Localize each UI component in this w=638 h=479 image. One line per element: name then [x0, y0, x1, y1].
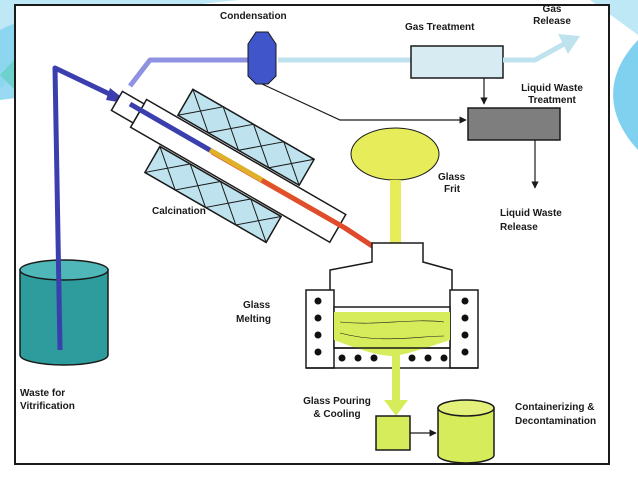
- container-drum: [437, 399, 495, 464]
- label-calcination: Calcination: [152, 206, 206, 217]
- pour-arrow: [384, 400, 408, 416]
- label-gas-treatment: Gas Treatment: [405, 22, 475, 33]
- label-glass-melting-1: Glass: [243, 300, 271, 311]
- gas-release-arrow: [503, 40, 568, 63]
- label-condensation: Condensation: [220, 11, 287, 22]
- label-liquid-waste-treatment-2: Treatment: [528, 95, 576, 106]
- gas-treatment-box: [410, 45, 504, 79]
- condenser-icon: [247, 31, 277, 85]
- label-glass-pouring-1: Glass Pouring: [303, 396, 371, 407]
- label-liquid-waste-treatment-1: Liquid Waste: [521, 83, 583, 94]
- diagram-frame: [14, 4, 610, 465]
- liquid-waste-treatment-box: [467, 107, 561, 141]
- label-liquid-waste-release-2: Release: [500, 222, 538, 233]
- label-glass-pouring-2: & Cooling: [313, 409, 361, 420]
- label-glass-frit-1: Glass: [438, 172, 466, 183]
- label-liquid-waste-release-1: Liquid Waste: [500, 208, 562, 219]
- waste-tank: [19, 259, 109, 366]
- calciner: [110, 88, 347, 244]
- cooling-canister: [375, 415, 411, 451]
- feed-line: [52, 65, 124, 351]
- label-containerizing-1: Containerizing &: [515, 402, 595, 413]
- label-waste-for-vitrification-1: Waste for: [20, 388, 66, 399]
- label-gas-release-1: Gas: [542, 4, 562, 15]
- label-containerizing-2: Decontamination: [515, 416, 597, 427]
- offgas-line: [128, 57, 248, 88]
- label-waste-for-vitrification-2: Vitrification: [20, 401, 75, 412]
- condensate-line: [261, 83, 467, 124]
- label-gas-release-2: Release: [533, 16, 571, 27]
- label-glass-frit-2: Frit: [444, 184, 461, 195]
- label-glass-melting-2: Melting: [236, 314, 271, 325]
- glass-frit-icon: [350, 127, 440, 181]
- glass-melter: [305, 242, 479, 369]
